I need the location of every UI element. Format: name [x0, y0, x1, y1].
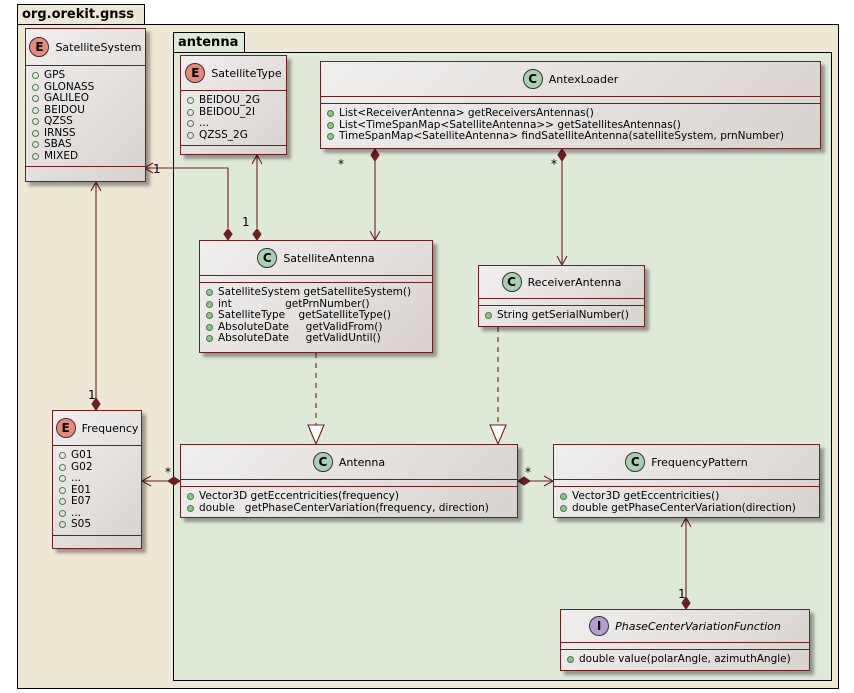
- method: String getSerialNumber(): [485, 309, 644, 322]
- enum-value: BEIDOU_2G: [187, 94, 286, 107]
- method-list: String getSerialNumber(): [479, 305, 644, 326]
- class-satellite-system[interactable]: E SatelliteSystem GPS GLONASS GALILEO BE…: [25, 28, 146, 182]
- enum-value: SBAS: [32, 138, 145, 151]
- multiplicity-label: *: [525, 465, 531, 479]
- method: double value(polarAngle, azimuthAngle): [567, 653, 809, 666]
- method-list: double value(polarAngle, azimuthAngle): [561, 649, 809, 670]
- class-name: SatelliteAntenna: [283, 251, 375, 265]
- multiplicity-label: *: [165, 465, 171, 479]
- enum-icon: E: [55, 418, 76, 438]
- enum-value: E07: [59, 495, 141, 508]
- class-icon: C: [312, 452, 333, 472]
- enum-icon: E: [29, 37, 50, 57]
- enum-value: ...: [187, 117, 286, 130]
- enum-value: GALILEO: [32, 92, 145, 105]
- class-icon: C: [501, 272, 522, 292]
- multiplicity-label: 1: [242, 215, 250, 229]
- method: AbsoluteDate getValidFrom(): [206, 321, 432, 334]
- multiplicity-label: *: [551, 157, 557, 171]
- class-name: SatelliteSystem: [55, 40, 142, 54]
- enum-value: ...: [59, 507, 141, 520]
- diamond-icon: [223, 228, 233, 241]
- enum-value: MIXED: [32, 150, 145, 163]
- class-frequency-pattern[interactable]: C FrequencyPattern Vector3D getEccentric…: [553, 444, 820, 518]
- method: Vector3D getEccentricities(frequency): [187, 490, 517, 503]
- enum-value: S05: [59, 518, 141, 531]
- enum-value: E01: [59, 484, 141, 497]
- method: double getPhaseCenterVariation(direction…: [560, 502, 819, 515]
- method: TimeSpanMap<SatelliteAntenna> findSatell…: [327, 130, 820, 143]
- class-antex-loader[interactable]: C AntexLoader List<ReceiverAntenna> getR…: [320, 61, 821, 149]
- triangle-arrow-icon: [489, 424, 507, 446]
- class-name: FrequencyPattern: [651, 455, 748, 469]
- package-name: antenna: [178, 35, 239, 50]
- package-tab-antenna: antenna: [173, 32, 245, 53]
- class-satellite-antenna[interactable]: C SatelliteAntenna SatelliteSystem getSa…: [199, 240, 433, 353]
- diamond-icon: [252, 228, 262, 241]
- multiplicity-label: 1: [88, 388, 96, 402]
- method-list: List<ReceiverAntenna> getReceiversAntenn…: [321, 103, 820, 147]
- class-name: Antenna: [338, 455, 386, 469]
- class-name: PhaseCenterVariationFunction: [615, 619, 781, 633]
- method: SatelliteType getSatelliteType(): [206, 309, 432, 322]
- class-antenna[interactable]: C Antenna Vector3D getEccentricities(fre…: [180, 444, 518, 518]
- class-icon: C: [257, 248, 278, 268]
- arrow-icon: [680, 516, 692, 528]
- multiplicity-label: *: [338, 157, 344, 171]
- triangle-arrow-icon: [307, 424, 325, 446]
- method: SatelliteSystem getSatelliteSystem(): [206, 286, 432, 299]
- edge-system-satellite-antenna: [144, 167, 229, 228]
- diamond-icon: [517, 476, 531, 486]
- enum-icon: E: [185, 63, 206, 83]
- package-name: org.orekit.gnss: [22, 7, 135, 22]
- method-list: Vector3D getEccentricities() double getP…: [554, 486, 819, 518]
- enum-value: QZSS: [32, 115, 145, 128]
- method: List<ReceiverAntenna> getReceiversAntenn…: [327, 107, 820, 120]
- class-frequency[interactable]: E Frequency G01 G02 ... E01 E07 ... S05: [52, 410, 142, 549]
- multiplicity-label: 1: [678, 587, 686, 601]
- enum-value: GPS: [32, 69, 145, 82]
- enum-value: G02: [59, 461, 141, 474]
- class-satellite-type[interactable]: E SatelliteType BEIDOU_2G BEIDOU_2I ... …: [180, 55, 287, 155]
- enum-value: BEIDOU: [32, 104, 145, 117]
- method-list: SatelliteSystem getSatelliteSystem() int…: [200, 282, 432, 349]
- interface-icon: I: [589, 616, 610, 636]
- class-name: ReceiverAntenna: [527, 275, 622, 289]
- enum-values: BEIDOU_2G BEIDOU_2I ... QZSS_2G: [181, 91, 286, 145]
- arrow-icon: [251, 153, 263, 165]
- multiplicity-label: 1: [153, 162, 161, 176]
- enum-value: IRNSS: [32, 127, 145, 140]
- class-name: Frequency: [81, 421, 139, 435]
- arrow-icon: [140, 475, 152, 487]
- class-icon: C: [522, 69, 543, 89]
- interface-phase-center-variation-function[interactable]: I PhaseCenterVariationFunction double va…: [560, 609, 810, 671]
- package-antenna: [173, 52, 832, 681]
- class-receiver-antenna[interactable]: C ReceiverAntenna String getSerialNumber…: [478, 265, 645, 327]
- diamond-icon: [370, 148, 380, 162]
- enum-value: GLONASS: [32, 81, 145, 94]
- method: AbsoluteDate getValidUntil(): [206, 332, 432, 345]
- method-list: Vector3D getEccentricities(frequency) do…: [181, 486, 517, 518]
- enum-value: G01: [59, 449, 141, 462]
- enum-values: GPS GLONASS GALILEO BEIDOU QZSS IRNSS SB…: [26, 66, 145, 166]
- arrow-icon: [90, 180, 102, 192]
- enum-value: ...: [59, 472, 141, 485]
- enum-value: QZSS_2G: [187, 129, 286, 142]
- class-name: SatelliteType: [211, 66, 282, 80]
- method: List<TimeSpanMap<SatelliteAntenna>> getS…: [327, 119, 820, 132]
- method: int getPrnNumber(): [206, 298, 432, 311]
- diamond-icon: [557, 148, 567, 162]
- class-name: AntexLoader: [548, 72, 619, 86]
- method: double getPhaseCenterVariation(frequency…: [187, 502, 517, 515]
- package-tab-orekit-gnss: org.orekit.gnss: [17, 4, 145, 25]
- method: Vector3D getEccentricities(): [560, 490, 819, 503]
- enum-values: G01 G02 ... E01 E07 ... S05: [53, 446, 141, 535]
- class-icon: C: [625, 452, 646, 472]
- enum-value: BEIDOU_2I: [187, 106, 286, 119]
